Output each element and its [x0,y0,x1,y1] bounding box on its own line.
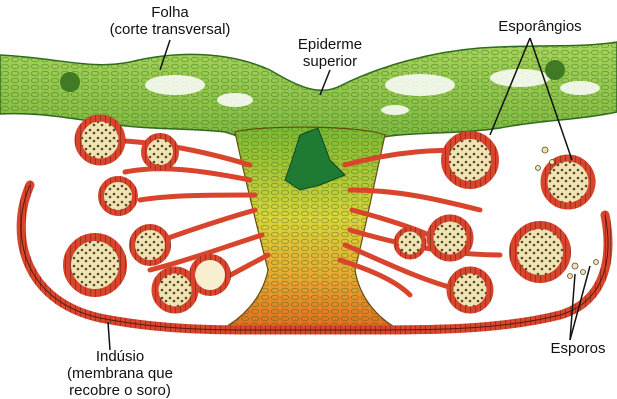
sporangium [396,229,424,257]
label-indusio: Indúsio (membrana que recobre o soro) [30,348,210,399]
sporangium [192,257,228,293]
label-indusio-line2: (membrana que [30,365,210,382]
label-indusio-line1: Indúsio [30,348,210,365]
label-esporos-line1: Esporos [538,340,617,357]
sporangium [450,270,490,310]
label-epiderme: Epiderme superior [270,36,390,70]
sporangium [445,135,495,185]
sporangium [513,225,567,279]
label-folha-line1: Folha [70,4,270,21]
sporangium [155,270,195,310]
sporangium [78,118,122,162]
sporangium [544,158,592,206]
label-epiderme-line1: Epiderme [270,36,390,53]
label-folha: Folha (corte transversal) [70,4,270,38]
sporangium [430,218,470,258]
label-epiderme-line2: superior [270,53,390,70]
label-esporangios-line1: Esporângios [470,18,610,35]
label-indusio-line3: recobre o soro) [30,382,210,399]
label-esporos: Esporos [538,340,617,357]
label-folha-line2: (corte transversal) [70,21,270,38]
sporangium [144,136,176,168]
label-esporangios: Esporângios [470,18,610,35]
sporangium [67,237,123,293]
sporangium [132,227,168,263]
sporangium [101,179,135,213]
